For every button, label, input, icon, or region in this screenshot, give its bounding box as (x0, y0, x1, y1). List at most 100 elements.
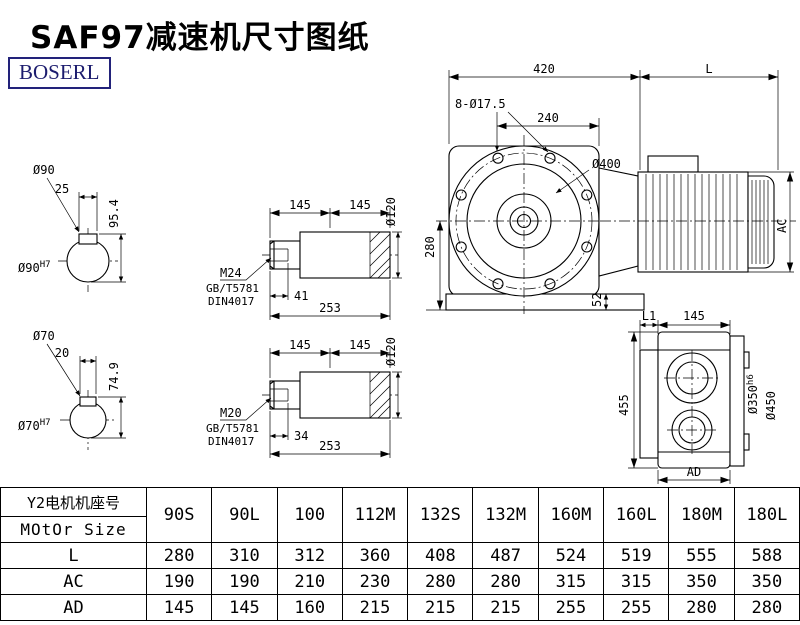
size-col-header: 180L (733, 487, 800, 543)
bolt-holes (455, 152, 593, 290)
size-col-header: 112M (341, 487, 409, 543)
dim-seg1-m24: 145 (289, 198, 311, 212)
table-cell: 280 (407, 568, 474, 595)
technical-drawing: 25 95.4 Ø90 Ø90H7 20 74.9 Ø70 Ø70H7 (18, 62, 796, 484)
table-cell: 210 (276, 568, 343, 595)
table-cell: 215 (407, 594, 474, 621)
dim-pitch-240: 240 (537, 111, 559, 125)
side-body (657, 331, 731, 469)
shaft-m24-body (299, 231, 391, 279)
table-cell: 408 (407, 542, 474, 569)
label-thread-m20: M20 (220, 406, 242, 420)
table-cell: 230 (341, 568, 409, 595)
table-cell: 487 (472, 542, 539, 569)
table-header-row: Y2电机机座号 MOtOr Size 90S 90L 100 112M 132S… (0, 487, 800, 543)
label-flange-dia: Ø400 (592, 157, 621, 171)
motor-size-header: Y2电机机座号 MOtOr Size (0, 487, 147, 543)
table-cell: 360 (341, 542, 409, 569)
side-adapter (639, 349, 659, 459)
label-std1-m20: GB/T5781 (206, 422, 259, 435)
size-col-header: 180M (668, 487, 735, 543)
table-cell: 312 (276, 542, 343, 569)
table-cell: 215 (472, 594, 539, 621)
table-cell: 350 (668, 568, 735, 595)
shaft-section-70: 20 74.9 Ø70 Ø70H7 (18, 329, 126, 450)
dim-center-height-280: 280 (423, 236, 437, 258)
table-cell: 190 (211, 568, 278, 595)
row-label: AC (0, 568, 147, 595)
size-col-header: 90L (211, 487, 278, 543)
table-cell: 519 (603, 542, 670, 569)
label-spigot-dia: Ø350h6 (746, 374, 760, 414)
shaft-90-circle (66, 239, 110, 283)
label-bore-90: Ø90H7 (18, 260, 51, 275)
brand-logo: BOSERL (8, 57, 111, 89)
motor-fins (645, 174, 738, 270)
size-col-header: 100 (276, 487, 343, 543)
table-cell: 215 (341, 594, 409, 621)
shaft-section-90: 25 95.4 Ø90 Ø90H7 (18, 163, 126, 292)
label-std2-m24: DIN4017 (208, 295, 254, 308)
table-cell: 350 (733, 568, 800, 595)
dim-key-width-70: 20 (55, 346, 69, 360)
front-view: 420 L 8-Ø17.5 240 Ø400 280 52 AC (423, 62, 796, 314)
dim-total-m20: 253 (319, 439, 341, 453)
table-cell: 190 (145, 568, 213, 595)
table-cell: 280 (145, 542, 213, 569)
dim-depth-AD: AD (687, 465, 701, 479)
shaft-m20-stub (269, 380, 301, 410)
label-bolt-holes: 8-Ø17.5 (455, 97, 506, 111)
page-title: SAF97减速机尺寸图纸 (30, 20, 370, 56)
table-cell: 160 (276, 594, 343, 621)
dim-seg2-m24: 145 (349, 198, 371, 212)
dim-dia-m20: Ø120 (384, 337, 398, 366)
label-dia-90: Ø90 (33, 163, 55, 177)
table-cell: 255 (537, 594, 605, 621)
shaft-m20-body (299, 371, 391, 419)
dim-L1: L1 (642, 309, 656, 323)
size-col-header: 160L (603, 487, 670, 543)
fan-cowl (747, 175, 775, 269)
table-cell: 524 (537, 542, 605, 569)
table-cell: 555 (668, 542, 735, 569)
housing-base (445, 293, 645, 311)
shaft-70-circle (69, 401, 107, 439)
dim-base-height-52: 52 (590, 293, 604, 307)
label-flange-dia-450: Ø450 (764, 391, 778, 420)
table-row-AC: AC 190 190 210 230 280 280 315 315 350 3… (0, 568, 800, 595)
dim-depth-m24: 41 (294, 289, 308, 303)
size-col-header: 132M (472, 487, 539, 543)
dim-height-90: 95.4 (107, 199, 121, 228)
label-bore-70: Ø70H7 (18, 418, 51, 433)
output-flange (729, 335, 745, 467)
table-cell: 310 (211, 542, 278, 569)
dim-motor-height-AC: AC (775, 219, 789, 233)
table-cell: 145 (211, 594, 278, 621)
size-col-header: 90S (145, 487, 213, 543)
size-col-header: 132S (407, 487, 474, 543)
table-cell: 280 (472, 568, 539, 595)
size-col-header: 160M (537, 487, 605, 543)
table-cell: 280 (733, 594, 800, 621)
table-row-AD: AD 145 145 160 215 215 215 255 255 280 2… (0, 594, 800, 621)
terminal-box (647, 155, 699, 173)
table-cell: 255 (603, 594, 670, 621)
table-cell: 145 (145, 594, 213, 621)
shaft-90-keyway (78, 233, 98, 245)
motor-adapter (598, 167, 639, 277)
label-std2-m20: DIN4017 (208, 435, 254, 448)
table-cell: 315 (537, 568, 605, 595)
dim-width-420: 420 (533, 62, 555, 76)
label-thread-m24: M24 (220, 266, 242, 280)
dim-height-70: 74.9 (107, 362, 121, 391)
table-cell: 588 (733, 542, 800, 569)
dim-motor-length-L: L (705, 62, 712, 76)
motor-size-header-en: MOtOr Size (20, 519, 127, 539)
dim-body-width-145: 145 (683, 309, 705, 323)
label-std1-m24: GB/T5781 (206, 282, 259, 295)
shaft-drawing-m24: 145 145 Ø120 M24 GB/T5781 DIN4017 (206, 197, 402, 320)
side-view: L1 145 455 Ø350h6 Ø450 AD (617, 309, 778, 484)
shaft-drawing-m20: 145 145 Ø120 M20 GB/T5781 DIN4017 (206, 337, 402, 458)
dim-depth-m20: 34 (294, 429, 308, 443)
